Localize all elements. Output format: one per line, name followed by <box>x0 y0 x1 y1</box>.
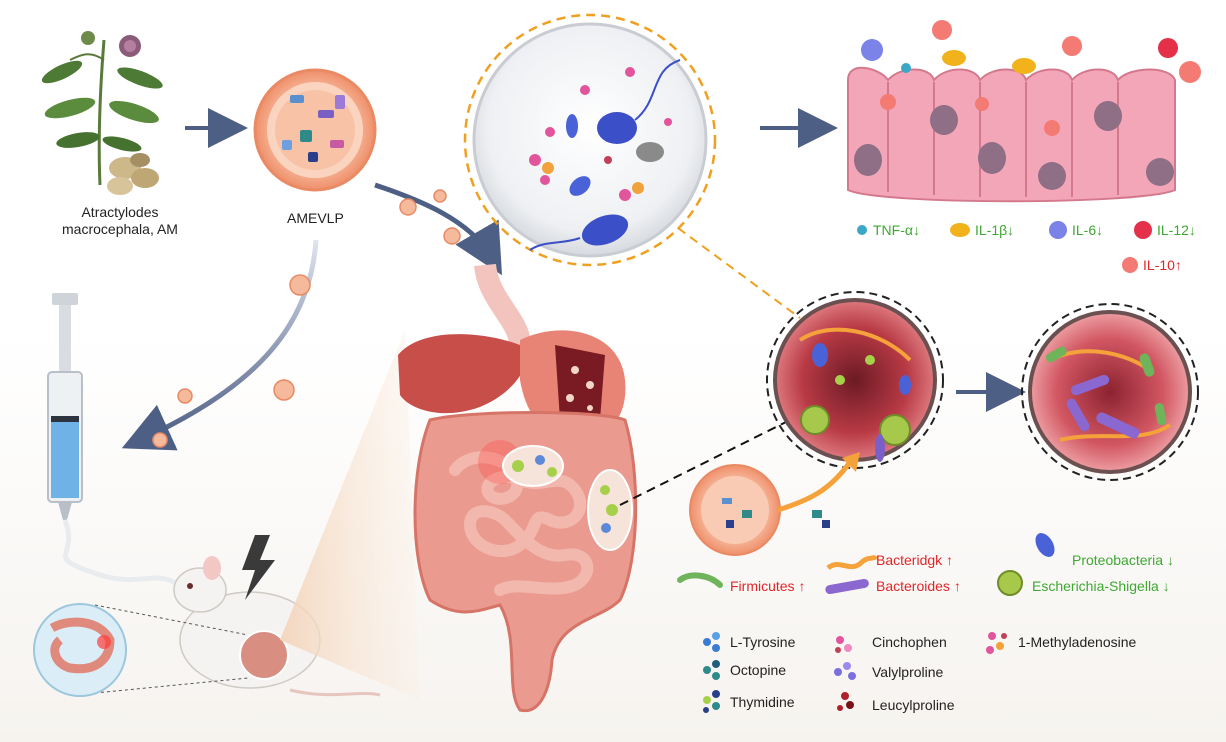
1-methyladenosine-icon <box>986 632 1007 654</box>
colon-lumen-inflamed <box>766 291 944 469</box>
metabolite-leucylproline: Leucylproline <box>872 697 955 713</box>
bacteria-escherichia-shigella: Escherichia-Shigella ↓ <box>1032 578 1170 594</box>
cytokine-il-1b: IL-1β↓ <box>975 222 1015 238</box>
il-1b-icon <box>950 223 970 237</box>
lightning-bolt-icon <box>242 535 275 600</box>
tnf-alpha-icon <box>857 225 867 235</box>
inset-gut-bubble <box>33 603 249 697</box>
firmicutes-icon <box>677 572 723 588</box>
petri-dish <box>463 13 717 267</box>
colon-lumen-recovered <box>1021 303 1199 481</box>
plant-label: Atractylodes macrocephala, AM <box>40 204 200 238</box>
digestive-tract <box>398 330 638 713</box>
plant-label-line2: macrocephala, AM <box>62 221 178 237</box>
proteobacteria-icon <box>1035 533 1055 557</box>
vesicle-label: AMEVLP <box>287 210 344 226</box>
dish-to-lumen-connector <box>677 227 801 319</box>
cytokine-tnf-alpha: TNF-α↓ <box>873 222 920 238</box>
metabolite-1-methyladenosine: 1-Methyladenosine <box>1018 634 1137 650</box>
cinchophen-icon <box>835 636 852 653</box>
l-tyrosine-icon <box>703 632 720 652</box>
cytokine-il-10: IL-10↑ <box>1143 257 1182 273</box>
metabolite-cinchophen: Cinchophen <box>872 634 947 650</box>
bacteroides-icon <box>825 578 869 595</box>
il-6-icon <box>1049 221 1067 239</box>
valylproline-icon <box>834 662 856 680</box>
metabolite-l-tyrosine: L-Tyrosine <box>730 634 796 650</box>
plant-illustration <box>41 31 163 195</box>
bacteria-proteobacteria: Proteobacteria ↓ <box>1072 552 1174 568</box>
bacteria-firmicutes: Firmicutes ↑ <box>730 578 806 594</box>
esophagus <box>474 263 531 347</box>
colon-to-lumen-connector <box>619 419 791 506</box>
plant-label-line1: Atractylodes <box>81 204 159 220</box>
bacteria-bacteroides: Bacteroides ↑ <box>876 578 961 594</box>
metabolite-thymidine: Thymidine <box>730 694 795 710</box>
vesicle-delivery <box>689 452 860 556</box>
cytokine-il-12: IL-12↓ <box>1157 222 1196 238</box>
cytokine-il-6: IL-6↓ <box>1072 222 1104 238</box>
escherichia-shigella-icon <box>997 570 1023 596</box>
epithelial-cells <box>847 20 1201 203</box>
arrow-vesicle-to-dish <box>374 182 503 276</box>
syringe <box>47 293 197 602</box>
thymidine-icon <box>703 690 720 713</box>
il-10-icon <box>1122 257 1138 273</box>
bacteridgk-icon <box>826 554 879 571</box>
bacteria-bacteridgk: Bacteridgk ↑ <box>876 552 954 568</box>
amevlp-vesicle <box>253 68 377 192</box>
mouse-illustration <box>173 535 381 697</box>
metabolite-valylproline: Valylproline <box>872 664 944 680</box>
arrow-vesicle-to-syringe <box>121 239 319 451</box>
leucylproline-icon <box>837 692 854 711</box>
octopine-icon <box>703 660 720 680</box>
il-12-icon <box>1134 221 1152 239</box>
metabolite-octopine: Octopine <box>730 662 787 678</box>
zoom-beam <box>280 330 420 700</box>
